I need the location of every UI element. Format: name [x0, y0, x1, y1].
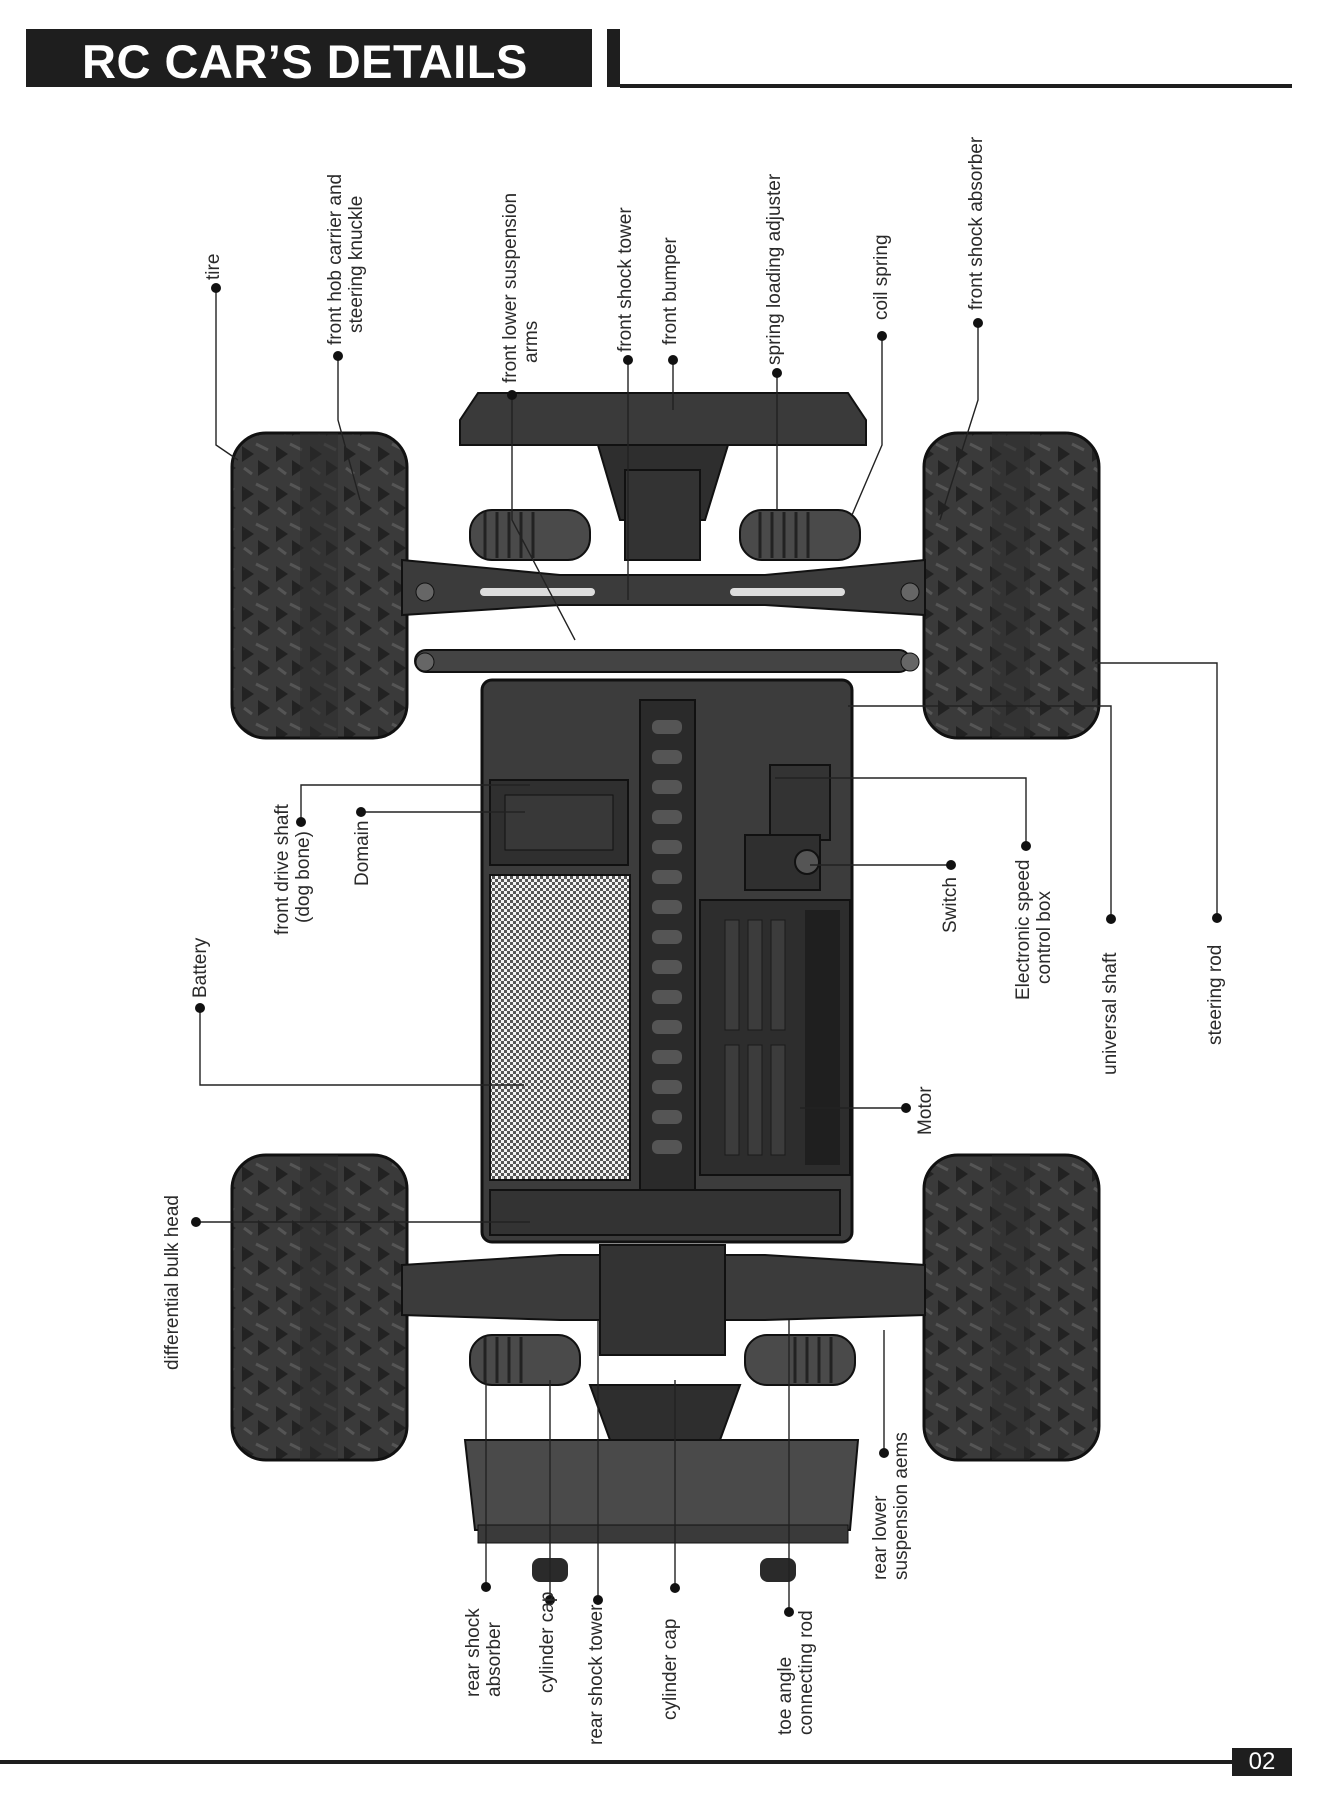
page-title: RC CAR’S DETAILS: [82, 35, 528, 88]
label-steering-rod: steering rod: [1205, 944, 1226, 1045]
rear-wing: [588, 1384, 742, 1441]
header-bar: [26, 29, 592, 87]
label-universal-shaft: universal shaft: [1100, 952, 1121, 1075]
label-cylinder-cap-1: cylinder cap: [537, 1591, 558, 1693]
label-tire: tire: [203, 253, 224, 280]
front-bumper: [459, 392, 867, 446]
tire-front-left: [230, 431, 409, 740]
label-differential-bulk-head: differential bulk head: [162, 1195, 183, 1370]
label-domain: Domain: [352, 820, 373, 886]
label-front-shock-tower: front shock tower: [615, 207, 636, 352]
label-front-shock-absorber: front shock absorber: [966, 136, 987, 310]
leader-lines: [196, 288, 1218, 1612]
label-rear-shock-tower: rear shock tower: [586, 1604, 607, 1745]
label-switch: Switch: [940, 877, 961, 933]
header-divider: [607, 29, 620, 87]
page-number: 02: [1232, 1748, 1292, 1776]
label-spring-loading-adjuster: spring loading adjuster: [764, 173, 785, 365]
leader-dots: [191, 283, 1222, 1617]
label-motor: Motor: [915, 1086, 936, 1135]
label-cylinder-cap-2: cylinder cap: [660, 1618, 681, 1720]
front-suspension: [401, 509, 926, 673]
label-front-drive-shaft: front drive shaft(dog bone): [272, 804, 314, 935]
tire-rear-right: [922, 1153, 1101, 1462]
tire-rear-left: [230, 1153, 409, 1462]
label-coil-spring: coil spring: [871, 234, 892, 320]
label-front-bumper: front bumper: [660, 237, 681, 345]
rear-suspension: [401, 1244, 926, 1386]
label-battery: Battery: [190, 937, 211, 998]
tire-front-right: [922, 431, 1101, 740]
footer-rule: [0, 1760, 1292, 1764]
header-rule: [620, 84, 1292, 88]
